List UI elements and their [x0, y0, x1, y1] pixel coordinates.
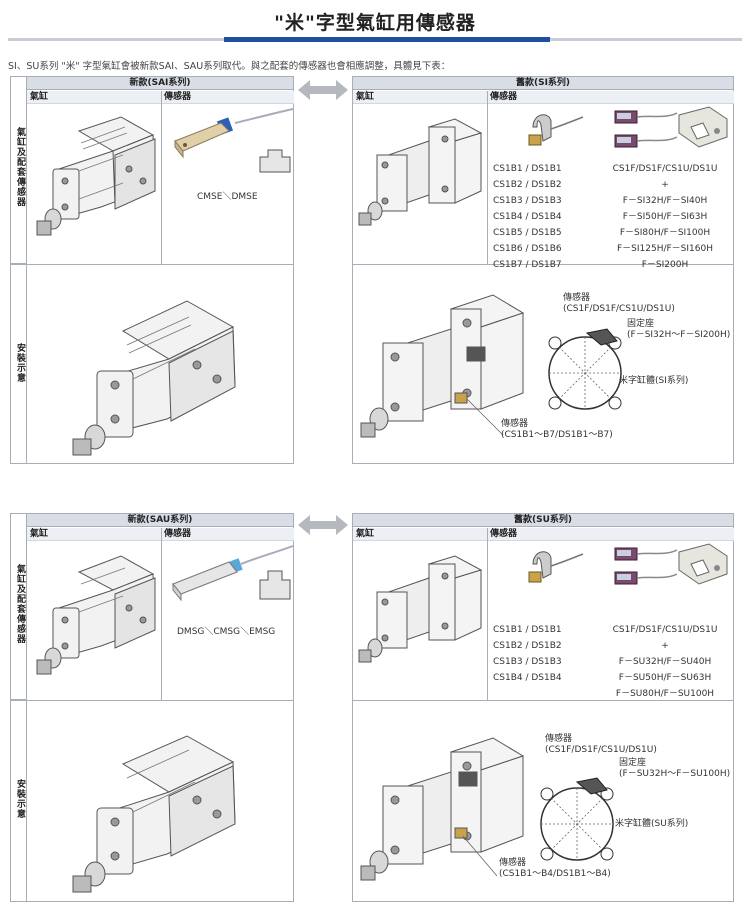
su-mount-bracket-image: [678, 543, 728, 585]
page-title: "米"字型氣缸用傳感器: [274, 12, 476, 34]
sensor-model-item: CS1B5 / DS1B5: [493, 228, 562, 238]
si-callout-sensor: 傳感器 (CS1F/DS1F/CS1U/DS1U): [563, 293, 675, 314]
old-su-panel: 舊款(SU系列) 氣缸 傳感器 CS1B1 / DS1B: [352, 513, 734, 902]
mount-bracket-image: [678, 106, 728, 148]
sensor-model-item: CS1B6 / DS1B6: [493, 244, 562, 254]
sensor-model-item: CS1B3 / DS1B3: [493, 657, 562, 667]
sensor-model-item: F－SU50H/F－SU63H: [618, 673, 712, 683]
side-label-sensor-2: 氣缸及配套傳感器: [10, 513, 26, 700]
sensor-label: 傳感器: [161, 528, 294, 541]
dmsg-sensor-model: DMSG＼CMSG＼EMSG: [177, 627, 276, 637]
sensor-model-item: F－SU80H/F－SU100H: [615, 689, 715, 699]
cs1f-sensor-image: [614, 110, 678, 148]
si-callout-bottom-sensor: 傳感器 (CS1B1～B7/DS1B1～B7): [501, 419, 613, 440]
sensor-model-item: CS1B4 / DS1B4: [493, 673, 562, 683]
new-sai-header: 新款(SAI系列): [27, 77, 293, 90]
sensor-model-item: F－SI125H/F－SI160H: [616, 244, 713, 254]
dmsg-sensor-image: [172, 545, 294, 602]
cylinder-label: 氣缸: [27, 91, 161, 104]
si-callout-mount: 固定座 (F－SI32H～F－SI200H): [627, 319, 731, 340]
sensor-label: 傳感器: [487, 91, 734, 104]
old-si-panel: 舊款(SI系列) 氣缸 傳感器 CS1B1: [352, 76, 734, 464]
sau-cylinder-image: [36, 555, 156, 675]
old-si-header: 舊款(SI系列): [353, 77, 733, 90]
su-callout-bottom-sensor: 傳感器 (CS1B1～B4/DS1B1～B4): [499, 858, 611, 879]
side-label-install-1: 安裝示意: [10, 264, 26, 464]
replacement-arrow-2: [298, 515, 348, 535]
su-callout-sensor: 傳感器 (CS1F/DS1F/CS1U/DS1U): [545, 734, 657, 755]
sensor-model-item: F－SI200H: [641, 260, 689, 270]
cmse-sensor-model: CMSE＼DMSE: [197, 192, 258, 202]
si-callout-cylinder-body: 米字缸體(SI系列): [619, 376, 689, 386]
side-label-install-2: 安裝示意: [10, 700, 26, 902]
cylinder-label: 氣缸: [353, 528, 487, 541]
title-accent-bar: [224, 37, 550, 42]
sau-install-image: [72, 735, 236, 893]
cmse-sensor-image: [174, 108, 294, 159]
si-sensor-list-right: CS1F/DS1F/CS1U/DS1U + F－SI32H/F－SI40H F－SI5…: [601, 161, 729, 273]
sensor-model-item: CS1B2 / DS1B2: [493, 641, 562, 651]
sensor-model-item: +: [661, 180, 669, 190]
si-cylinder-image: [358, 118, 483, 226]
sensor-model-item: CS1F/DS1F/CS1U/DS1U: [612, 164, 718, 174]
sai-install-image: [72, 300, 236, 456]
intro-text: SI、SU系列 "米" 字型氣缸會被新款SAI、SAU系列取代。與之配套的傳感器…: [8, 61, 451, 72]
new-sau-panel: 新款(SAU系列) 氣缸 傳感器 DMSG＼CMSG＼EMSG: [26, 513, 294, 902]
su-callout-mount: 固定座 (F－SU32H～F－SU100H): [619, 758, 731, 779]
sensor-label: 傳感器: [161, 91, 294, 104]
sensor-model-item: F－SI32H/F－SI40H: [622, 196, 708, 206]
replacement-arrow-1: [298, 80, 348, 100]
sai-cylinder-image: [36, 116, 156, 236]
sensor-model-item: F－SI50H/F－SI63H: [622, 212, 708, 222]
sensor-model-item: F－SU32H/F－SU40H: [618, 657, 712, 667]
sensor-model-item: CS1B4 / DS1B4: [493, 212, 562, 222]
sensor-model-item: CS1B3 / DS1B3: [493, 196, 562, 206]
si-cross-section-image: [548, 328, 622, 410]
cmse-profile-icon: [259, 149, 291, 173]
su-cs1f-sensor-image: [614, 547, 678, 585]
su-cs1b-sensor-image: [528, 551, 584, 583]
sensor-label: 傳感器: [487, 528, 734, 541]
sensor-model-item: F－SI80H/F－SI100H: [619, 228, 711, 238]
sensor-model-item: CS1B1 / DS1B1: [493, 164, 562, 174]
sensor-model-item: CS1B1 / DS1B1: [493, 625, 562, 635]
sensor-model-item: +: [661, 641, 669, 651]
side-label-sensor-1: 氣缸及配套傳感器: [10, 76, 26, 264]
su-callout-cylinder-body: 米字缸體(SU系列): [615, 819, 689, 829]
sensor-model-item: CS1B2 / DS1B2: [493, 180, 562, 190]
new-sai-panel: 新款(SAI系列) 氣缸 傳感器 CMSE＼DMSE: [26, 76, 294, 464]
si-install-image: [360, 294, 525, 438]
su-install-image: [360, 737, 525, 881]
sensor-model-item: CS1F/DS1F/CS1U/DS1U: [612, 625, 718, 635]
dmsg-profile-icon: [259, 570, 291, 600]
new-sau-header: 新款(SAU系列): [27, 514, 293, 527]
su-cross-section-image: [540, 777, 614, 861]
sensor-model-item: CS1B7 / DS1B7: [493, 260, 562, 270]
old-su-header: 舊款(SU系列): [353, 514, 733, 527]
cs1b-sensor-image: [528, 114, 584, 146]
cylinder-label: 氣缸: [353, 91, 487, 104]
su-sensor-list-right: CS1F/DS1F/CS1U/DS1U + F－SU32H/F－SU40H F－SU5…: [601, 622, 729, 702]
cylinder-label: 氣缸: [27, 528, 161, 541]
su-cylinder-image: [358, 555, 483, 663]
